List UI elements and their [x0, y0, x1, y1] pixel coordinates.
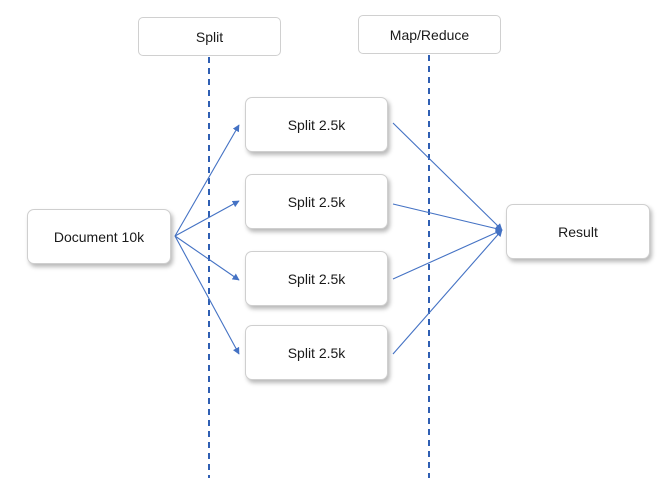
split-node-2: Split 2.5k: [245, 174, 388, 229]
document-node-label: Document 10k: [53, 228, 145, 245]
arrow-document-to-split-3: [174, 235, 240, 281]
document-node: Document 10k: [27, 209, 171, 264]
split-node-label: Split 2.5k: [287, 116, 346, 133]
arrow-document-to-split-1: [174, 124, 240, 237]
map-reduce-lane-header: Map/Reduce: [358, 15, 501, 54]
result-node: Result: [506, 204, 650, 259]
arrow-split-1-to-result: [392, 122, 503, 231]
split-node-4: Split 2.5k: [245, 325, 388, 380]
arrow-split-2-to-result: [392, 203, 503, 232]
split-node-label: Split 2.5k: [287, 193, 346, 210]
map-reduce-lane-label: Map/Reduce: [389, 26, 470, 43]
arrow-document-to-split-2: [174, 200, 240, 237]
arrow-split-4-to-result: [392, 229, 503, 355]
split-node-3: Split 2.5k: [245, 251, 388, 306]
split-lane-label: Split: [195, 28, 224, 45]
arrow-document-to-split-4: [174, 235, 240, 355]
split-node-label: Split 2.5k: [287, 344, 346, 361]
result-node-label: Result: [558, 223, 598, 240]
split-lane-header: Split: [138, 17, 281, 56]
split-node-1: Split 2.5k: [245, 97, 388, 152]
split-node-label: Split 2.5k: [287, 270, 346, 287]
arrow-split-3-to-result: [392, 229, 503, 280]
